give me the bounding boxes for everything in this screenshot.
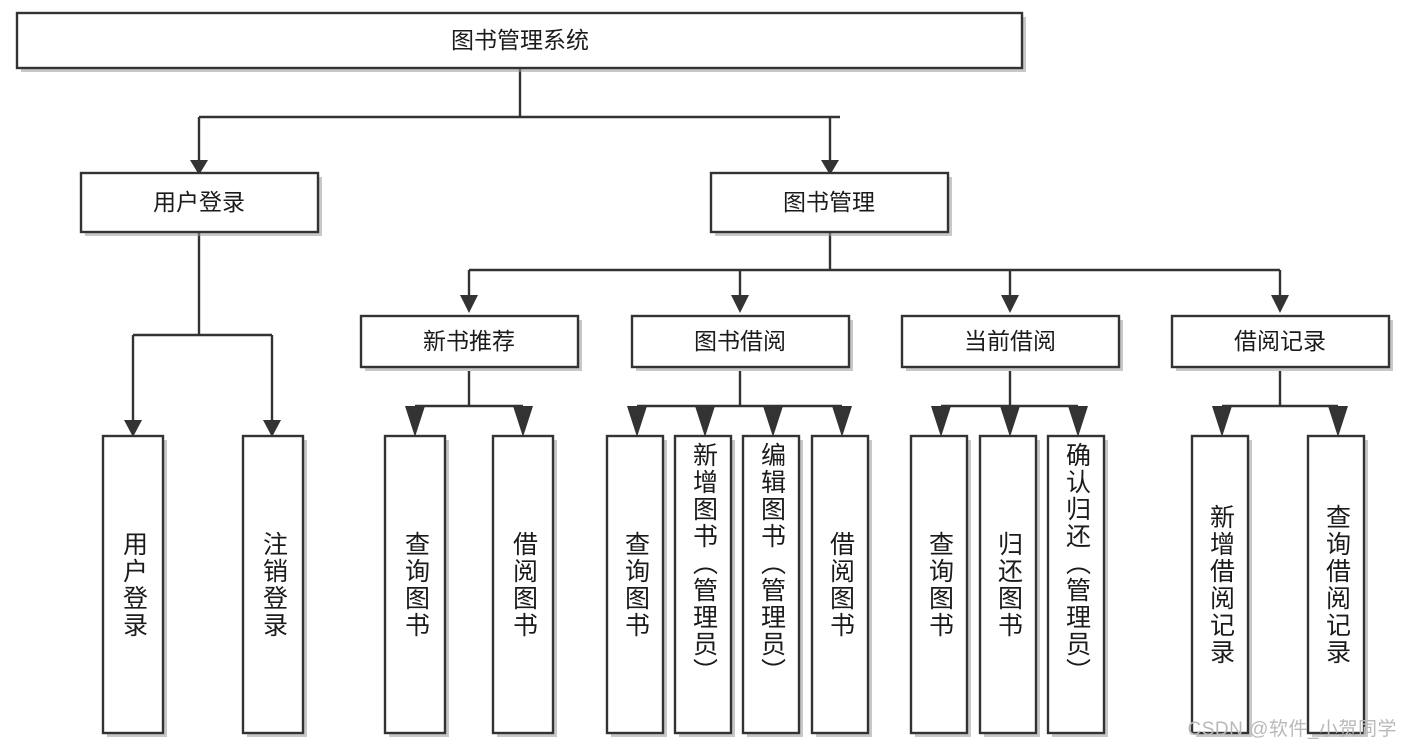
- node-book-manage-label: 图书管理: [783, 189, 875, 215]
- watermark-text: CSDN @软件_小贺同学: [1187, 719, 1397, 740]
- arrow-head-leaf-logout: [263, 420, 281, 437]
- leaf-box-cb-return[interactable]: [978, 434, 1038, 735]
- arrow-head-newbook-leaf1: [405, 406, 425, 437]
- leaf-box-bb-borrow[interactable]: [810, 434, 870, 735]
- node-book-manage-box[interactable]: [709, 171, 950, 234]
- node-user-login-box[interactable]: [79, 171, 320, 234]
- node-user-login[interactable]: 用户登录: [79, 171, 322, 236]
- arrow-head-book-manage: [821, 160, 839, 175]
- arrow-head-bookborrow-leaf1: [627, 406, 647, 437]
- leaf-box-bb-query[interactable]: [605, 434, 665, 735]
- edge-group-newbook-to-leaves: [405, 371, 533, 437]
- edge-group-bookborrow-to-leaves: [627, 371, 852, 437]
- node-current-borrow[interactable]: 当前借阅: [900, 314, 1123, 371]
- arrow-head-bookborrow: [731, 295, 749, 313]
- node-book-borrow[interactable]: 图书借阅: [630, 314, 853, 371]
- leaf-box-nb-query[interactable]: [383, 434, 447, 735]
- leaf-box-br-add[interactable]: [1190, 434, 1250, 735]
- node-current-borrow-label: 当前借阅: [964, 328, 1056, 354]
- node-borrow-record-label: 借阅记录: [1234, 328, 1326, 354]
- edge-group-userlogin-to-leaves: [124, 232, 281, 437]
- node-book-manage[interactable]: 图书管理: [709, 171, 952, 236]
- arrow-head-newbook-leaf2: [513, 406, 533, 437]
- arrow-head-newbook: [460, 295, 478, 313]
- node-root-label: 图书管理系统: [451, 27, 589, 53]
- arrow-head-currentborrow-leaf3: [1068, 406, 1088, 437]
- edge-group-currentborrow-to-leaves: [931, 371, 1088, 437]
- leaf-box-bb-add[interactable]: [673, 434, 733, 735]
- arrow-head-currentborrow: [1001, 295, 1019, 313]
- node-user-login-label: 用户登录: [153, 189, 245, 215]
- leaf-box-user-login[interactable]: [101, 434, 165, 735]
- node-new-book-recommend[interactable]: 新书推荐: [359, 314, 582, 371]
- node-borrow-record[interactable]: 借阅记录: [1170, 314, 1393, 371]
- node-borrow-record-box[interactable]: [1170, 314, 1391, 369]
- arrow-head-borrowrecord-leaf1: [1212, 406, 1232, 437]
- leaf-box-cb-query[interactable]: [909, 434, 969, 735]
- arrow-head-bookborrow-leaf3: [763, 406, 783, 437]
- arrow-head-bookborrow-leaf2: [695, 406, 715, 437]
- edge-group-root-to-level2: [190, 68, 840, 175]
- leaf-box-logout[interactable]: [241, 434, 305, 735]
- arrow-head-currentborrow-leaf2: [1000, 406, 1020, 437]
- node-root-box[interactable]: [15, 11, 1024, 70]
- edge-group-borrowrecord-to-leaves: [1212, 371, 1348, 437]
- node-book-borrow-box[interactable]: [630, 314, 851, 369]
- leaf-box-bb-edit[interactable]: [741, 434, 801, 735]
- arrow-head-borrowrecord: [1271, 295, 1289, 313]
- edge-group-bookmanage-to-level3: [460, 232, 1289, 313]
- arrow-head-bookborrow-leaf4: [832, 406, 852, 437]
- arrow-head-user-login: [190, 160, 208, 175]
- node-book-borrow-label: 图书借阅: [694, 328, 786, 354]
- arrow-head-leaf-user-login: [124, 420, 142, 437]
- node-new-book-recommend-label: 新书推荐: [423, 328, 515, 354]
- node-new-book-recommend-box[interactable]: [359, 314, 580, 369]
- leaf-boxes: [101, 434, 1368, 737]
- arrow-head-borrowrecord-leaf2: [1328, 406, 1348, 437]
- arrow-head-currentborrow-leaf1: [931, 406, 951, 437]
- leaf-box-nb-borrow[interactable]: [491, 434, 555, 735]
- node-root[interactable]: 图书管理系统: [15, 11, 1026, 72]
- leaf-box-cb-confirm[interactable]: [1046, 434, 1106, 735]
- leaf-box-br-query[interactable]: [1306, 434, 1366, 735]
- node-current-borrow-box[interactable]: [900, 314, 1121, 369]
